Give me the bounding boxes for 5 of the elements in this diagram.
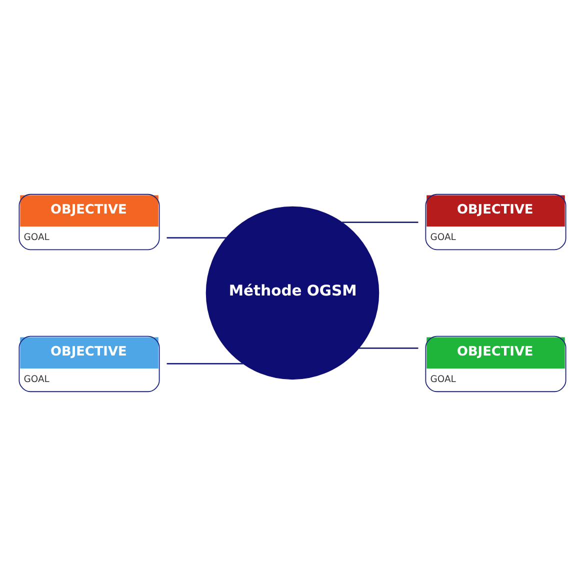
- node-circle: Méthode OGSM: [206, 206, 380, 380]
- connector: [166, 236, 226, 238]
- connector: [166, 362, 244, 364]
- connector: [342, 221, 418, 223]
- connector: [358, 346, 418, 348]
